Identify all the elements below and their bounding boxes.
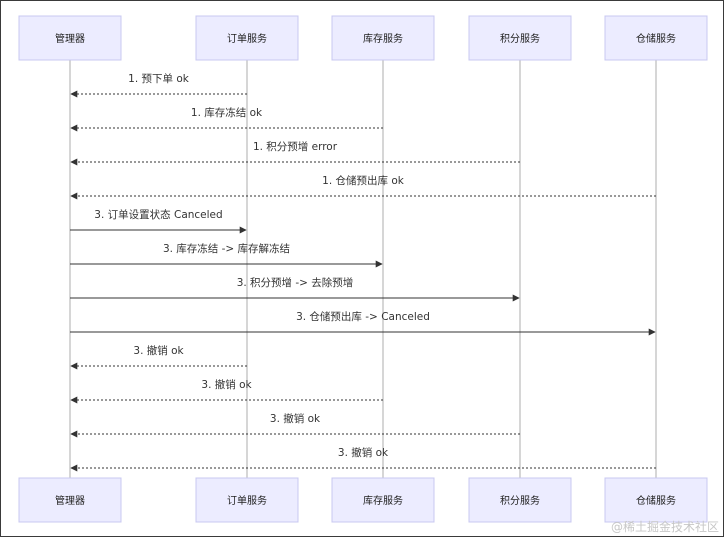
message-label: 3. 订单设置状态 Canceled: [94, 208, 222, 221]
participant-box-bottom: 订单服务: [195, 477, 299, 523]
message: 1. 库存冻结 ok: [70, 106, 383, 132]
participant-box-top: 管理器: [18, 15, 122, 61]
participant-label: 管理器: [55, 494, 85, 507]
message-label: 3. 撤销 ok: [133, 344, 184, 357]
message-label: 3. 撤销 ok: [201, 378, 252, 391]
message-label: 3. 积分预增 -> 去除预增: [237, 276, 354, 289]
message: 3. 撤销 ok: [70, 378, 383, 404]
participant-label: 管理器: [55, 32, 85, 45]
message-label: 1. 预下单 ok: [128, 73, 190, 85]
message-label: 1. 库存冻结 ok: [191, 106, 263, 119]
message: 3. 撤销 ok: [70, 412, 520, 438]
message: 3. 积分预增 -> 去除预增: [70, 276, 520, 302]
participant-box-bottom: 仓储服务: [604, 477, 708, 523]
participant-label: 订单服务: [227, 32, 267, 45]
participant-rect: [604, 15, 708, 61]
message: 3. 撤销 ok: [70, 446, 656, 472]
participant-box-top: 积分服务: [468, 15, 572, 61]
message-label: 3. 撤销 ok: [338, 446, 389, 459]
participant-label: 仓储服务: [636, 494, 676, 507]
participant-rect: [468, 15, 572, 61]
participant-label: 仓储服务: [636, 32, 676, 45]
participant-box-bottom: 库存服务: [331, 477, 435, 523]
participant-rect: [331, 477, 435, 523]
message: 1. 积分预增 error: [70, 140, 520, 166]
participant-box-top: 库存服务: [331, 15, 435, 61]
participant-rect: [195, 477, 299, 523]
message-label: 3. 库存冻结 -> 库存解冻结: [163, 242, 290, 255]
participant-label: 积分服务: [500, 494, 540, 507]
message: 3. 订单设置状态 Canceled: [70, 208, 247, 234]
participant-box-top: 仓储服务: [604, 15, 708, 61]
message: 1. 仓储预出库 ok: [70, 174, 656, 200]
message: 1. 预下单 ok: [70, 73, 247, 98]
participant-box-top: 订单服务: [195, 15, 299, 61]
participant-box-bottom: 管理器: [18, 477, 122, 523]
participant-rect: [18, 15, 122, 61]
participant-rect: [18, 477, 122, 523]
participant-label: 库存服务: [363, 494, 403, 507]
participant-box-bottom: 积分服务: [468, 477, 572, 523]
message-label: 3. 撤销 ok: [270, 412, 321, 425]
message: 3. 撤销 ok: [70, 344, 247, 370]
participant-rect: [331, 15, 435, 61]
participant-rect: [604, 477, 708, 523]
message-label: 1. 仓储预出库 ok: [322, 174, 405, 187]
participant-rect: [468, 477, 572, 523]
message: 3. 仓储预出库 -> Canceled: [70, 310, 656, 336]
watermark-text: @稀土掘金技术社区: [611, 519, 719, 534]
message-label: 1. 积分预增 error: [253, 140, 338, 153]
participant-label: 订单服务: [227, 494, 267, 507]
participant-label: 库存服务: [363, 32, 403, 45]
participant-label: 积分服务: [500, 32, 540, 45]
participant-rect: [195, 15, 299, 61]
message: 3. 库存冻结 -> 库存解冻结: [70, 242, 383, 268]
message-label: 3. 仓储预出库 -> Canceled: [296, 310, 430, 323]
